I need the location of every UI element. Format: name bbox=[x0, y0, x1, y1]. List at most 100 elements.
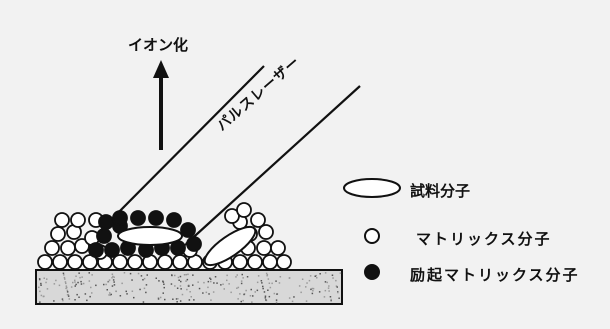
substrate-speckle-dot bbox=[108, 279, 111, 281]
substrate-speckle-dot bbox=[158, 280, 160, 282]
substrate-speckle-dot bbox=[142, 279, 144, 281]
matrix-molecule bbox=[172, 254, 188, 270]
substrate-speckle-dot bbox=[186, 288, 188, 291]
matrix-molecule bbox=[74, 238, 90, 254]
substrate-speckle-dot bbox=[111, 285, 114, 287]
substrate-speckle-dot bbox=[162, 280, 164, 282]
substrate-speckle-dot bbox=[64, 278, 66, 280]
substrate-speckle-dot bbox=[91, 292, 93, 294]
substrate-speckle-dot bbox=[269, 286, 272, 289]
substrate-speckle-dot bbox=[103, 283, 105, 286]
substrate-speckle-dot bbox=[42, 295, 45, 298]
substrate-speckle-dot bbox=[145, 284, 148, 286]
substrate-speckle-dot bbox=[326, 281, 328, 284]
substrate-speckle-dot bbox=[305, 300, 308, 302]
substrate-speckle-dot bbox=[183, 274, 186, 276]
substrate-speckle-dot bbox=[223, 288, 225, 290]
substrate-speckle-dot bbox=[163, 286, 165, 289]
substrate-speckle-dot bbox=[139, 288, 141, 291]
substrate-speckle-dot bbox=[123, 272, 126, 274]
substrate-speckle-dot bbox=[328, 285, 330, 287]
matrix-molecule bbox=[258, 224, 274, 240]
matrix-molecules bbox=[37, 202, 292, 270]
substrate-speckle-dot bbox=[89, 295, 91, 298]
substrate-speckle-dot bbox=[324, 272, 327, 274]
substrate-speckle-dot bbox=[78, 272, 80, 274]
matrix-molecule bbox=[256, 240, 272, 256]
substrate-speckle-dot bbox=[242, 277, 244, 279]
substrate-speckle-dot bbox=[64, 281, 67, 283]
substrate-speckle-dot bbox=[278, 282, 281, 284]
excited-matrix-molecule bbox=[98, 214, 114, 230]
substrate-speckle-dot bbox=[265, 272, 268, 275]
substrate-speckle-dot bbox=[262, 287, 264, 290]
matrix-molecule bbox=[232, 254, 248, 270]
substrate-speckle-dot bbox=[246, 276, 249, 278]
substrate-speckle-dot bbox=[276, 293, 278, 295]
substrate-speckle-dot bbox=[111, 277, 113, 279]
substrate-speckle-dot bbox=[75, 283, 77, 286]
legend-sample-symbol bbox=[343, 178, 401, 198]
substrate-speckle-dot bbox=[264, 295, 267, 297]
substrate-speckle-dot bbox=[121, 282, 123, 285]
matrix-molecule bbox=[112, 254, 128, 270]
legend-sample-label: 試料分子 bbox=[410, 182, 471, 200]
substrate-speckle-dot bbox=[61, 298, 64, 300]
substrate-speckle-dot bbox=[339, 272, 342, 274]
substrate-speckle-dot bbox=[65, 287, 67, 290]
substrate-speckle-dot bbox=[310, 288, 312, 291]
excited-matrix-molecule bbox=[148, 210, 164, 226]
substrate-speckle-dot bbox=[312, 290, 314, 292]
matrix-molecule bbox=[67, 254, 83, 270]
substrate-speckle-dot bbox=[38, 286, 40, 289]
substrate-speckle-dot bbox=[207, 286, 209, 289]
substrate-speckle-dot bbox=[157, 297, 160, 299]
substrate-speckle-dot bbox=[125, 290, 127, 293]
substrate-speckle-dot bbox=[240, 300, 242, 303]
substrate-speckle-dot bbox=[82, 282, 85, 285]
substrate-speckle-dot bbox=[39, 290, 41, 293]
substrate-speckle-dot bbox=[336, 286, 338, 288]
substrate-speckle-dot bbox=[267, 278, 270, 280]
substrate-speckle-dot bbox=[113, 284, 116, 286]
substrate-speckle-dot bbox=[105, 283, 107, 286]
substrate-speckle-dot bbox=[252, 295, 254, 297]
substrate-speckle-dot bbox=[312, 287, 315, 290]
substrate-speckle-dot bbox=[95, 284, 97, 287]
substrate-speckle-dot bbox=[273, 292, 276, 295]
substrate-speckle-dot bbox=[335, 279, 337, 282]
substrate-speckle-dot bbox=[39, 301, 41, 303]
substrate-speckle-dot bbox=[268, 282, 271, 284]
substrate-speckle-dot bbox=[178, 279, 180, 281]
legend-excited-matrix-label: 励起マトリックス分子 bbox=[410, 266, 580, 284]
substrate-speckle-dot bbox=[131, 290, 134, 292]
substrate-speckle-dot bbox=[137, 272, 140, 275]
substrate-speckle-dot bbox=[202, 292, 204, 294]
substrate-speckle-dot bbox=[172, 298, 174, 300]
substrate-speckle-dot bbox=[192, 284, 194, 286]
substrate-speckle-dot bbox=[78, 296, 80, 298]
substrate-speckle-dot bbox=[288, 297, 291, 299]
substrate-speckle-dot bbox=[330, 298, 332, 301]
substrate-speckle-dot bbox=[332, 277, 334, 279]
substrate-speckle-dot bbox=[216, 282, 218, 284]
substrate-speckle-dot bbox=[75, 275, 77, 277]
substrate-speckle-dot bbox=[177, 298, 179, 300]
substrate-speckle-dot bbox=[146, 274, 148, 276]
substrate-texture bbox=[38, 272, 342, 304]
substrate-speckle-dot bbox=[65, 282, 67, 285]
substrate-speckle-dot bbox=[174, 285, 176, 287]
substrate-speckle-dot bbox=[329, 296, 332, 298]
excited-matrix-molecule bbox=[186, 236, 202, 252]
substrate-speckle-dot bbox=[190, 296, 192, 298]
matrix-molecule bbox=[52, 254, 68, 270]
substrate-speckle-dot bbox=[88, 272, 90, 274]
substrate-speckle-dot bbox=[170, 283, 173, 285]
substrate-speckle-dot bbox=[266, 274, 269, 276]
substrate-speckle-dot bbox=[74, 299, 76, 301]
excited-matrix-molecule bbox=[166, 212, 182, 228]
matrix-molecule bbox=[37, 254, 53, 270]
excited-matrix-molecule bbox=[112, 210, 128, 226]
substrate-plate bbox=[35, 269, 343, 305]
